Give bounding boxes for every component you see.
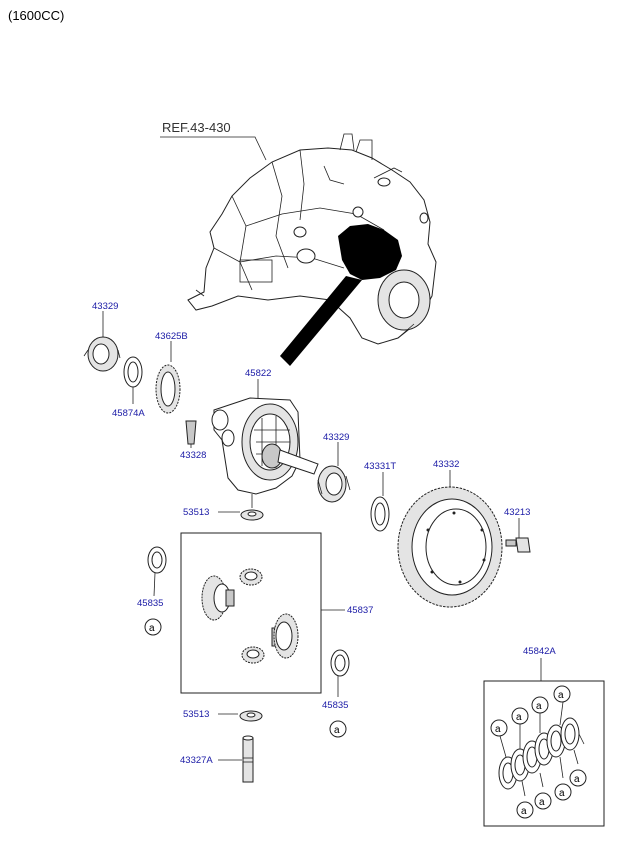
label-45837: 45837 [347,605,373,616]
gear-43625B [155,341,181,414]
shaft-43327A [218,735,254,783]
label-43332: 43332 [433,459,459,470]
label-43213: 43213 [504,507,530,518]
label-45822: 45822 [245,368,271,379]
svg-text:a: a [558,690,564,701]
differential-opening [338,224,402,280]
engine-variant-title: (1600CC) [8,8,64,23]
thrust-washer-45835-right [330,649,350,697]
label-45835-right: 45835 [322,700,348,711]
shim-markers [499,701,585,797]
label-45835-left: 45835 [137,598,163,609]
gear-kit-box-45837 [180,532,322,694]
reference-leader [160,136,267,161]
label-43327A: 43327A [180,755,213,766]
label-43328: 43328 [180,450,206,461]
svg-text:a: a [521,806,527,817]
svg-text:a: a [559,788,565,799]
shim-marker-a-group: a a a a a a a a [490,685,587,819]
svg-text:a: a [536,701,542,712]
label-43329-top: 43329 [92,301,118,312]
bolt-43213 [505,518,531,553]
side-gear-right [271,613,299,659]
label-45874A: 45874A [112,408,145,419]
label-45842A: 45842A [523,646,556,657]
label-43331T: 43331T [364,461,396,472]
bearing-43329-top [83,311,121,372]
svg-text:a: a [539,797,545,808]
label-43625B: 43625B [155,331,188,342]
differential-case-45822 [211,379,319,495]
washer-53513-top [218,494,264,521]
shim-45874A [123,356,143,404]
bearing-43329-mid [317,442,351,503]
svg-text:a: a [516,712,522,723]
shim-43331T [370,472,390,532]
marker-a-left [144,618,162,636]
side-gear-left [201,575,235,621]
svg-text:a: a [574,774,580,785]
marker-a-left-text: a [149,623,155,634]
shim-stack [498,717,580,790]
reference-label: REF.43-430 [162,120,231,135]
location-pointer [280,276,362,366]
thrust-washer-45835-left [147,546,167,597]
shim-kit-box-45842A [483,680,605,827]
pinion-gear-top [239,568,263,586]
label-43329-mid: 43329 [323,432,349,443]
label-53513-bottom: 53513 [183,709,209,720]
ring-gear-43332 [397,470,503,608]
transaxle-housing [187,133,437,345]
washer-53513-bottom [218,710,263,722]
svg-text:a: a [495,724,501,735]
label-53513-top: 53513 [183,507,209,518]
marker-a-right-text: a [334,725,340,736]
pin-43328 [185,420,197,448]
pinion-gear-bottom [241,646,265,664]
marker-a-right [329,720,347,738]
